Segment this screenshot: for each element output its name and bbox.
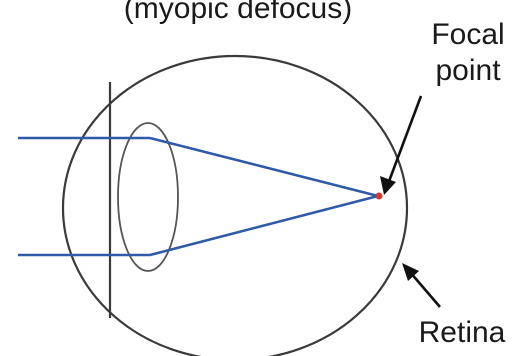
converging-ray-bottom [149,194,379,257]
retina-arrow [402,263,441,308]
focal-point-dot [375,192,383,200]
lens [117,122,179,272]
focal-point-label-line1: Focal [431,18,504,51]
retina-label: Retina [419,316,506,349]
eyeball-outline [61,54,409,356]
diagram-caption: (myopic defocus) [124,0,352,25]
focal-point-arrow [380,95,423,195]
focal-point-label-line2: point [435,54,501,87]
converging-ray-top [149,136,379,198]
